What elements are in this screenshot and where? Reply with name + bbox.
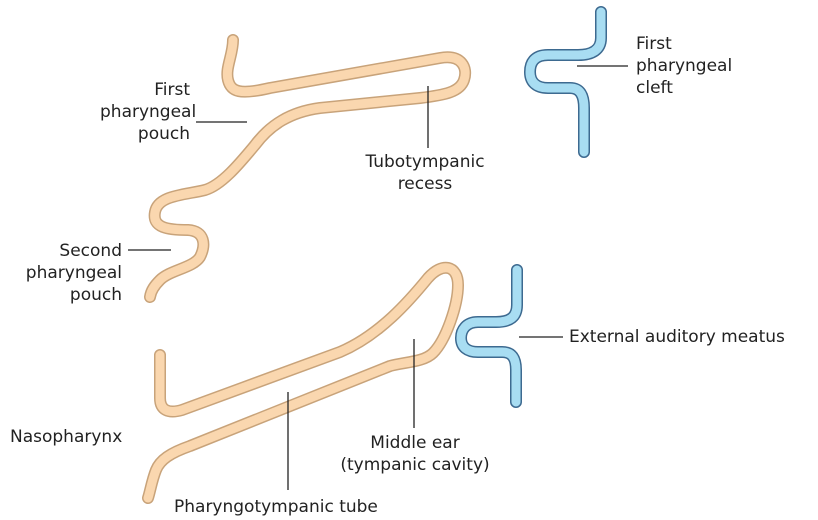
label-line: recess	[345, 173, 505, 195]
first-cleft-tube	[530, 12, 601, 152]
cleft-outline	[530, 12, 601, 152]
label-line: pharyngeal	[636, 55, 732, 77]
label-line: First	[100, 79, 190, 101]
meatus-outline	[461, 270, 517, 402]
label-first-pharyngeal-pouch: First pharyngeal pouch	[100, 79, 190, 145]
label-line: Second	[0, 240, 122, 262]
label-nasopharynx: Nasopharynx	[10, 426, 122, 448]
label-line: Middle ear	[320, 432, 510, 454]
label-external-auditory-meatus: External auditory meatus	[569, 326, 785, 348]
label-tubotympanic-recess: Tubotympanic recess	[345, 151, 505, 195]
label-line: Pharyngotympanic tube	[174, 496, 378, 518]
label-second-pharyngeal-pouch: Second pharyngeal pouch	[0, 240, 122, 306]
label-line: pharyngeal	[100, 101, 190, 123]
label-line: (tympanic cavity)	[320, 454, 510, 476]
label-line: pharyngeal	[0, 262, 122, 284]
label-line: First	[636, 33, 732, 55]
label-line: cleft	[636, 77, 732, 99]
leader-lines	[128, 66, 628, 490]
label-line: pouch	[0, 284, 122, 306]
label-first-pharyngeal-cleft: First pharyngeal cleft	[636, 33, 732, 99]
meatus-fill	[461, 270, 517, 402]
label-line: Tubotympanic	[345, 151, 505, 173]
external-meatus-tube	[461, 270, 517, 402]
label-middle-ear: Middle ear (tympanic cavity)	[320, 432, 510, 476]
label-pharyngotympanic-tube: Pharyngotympanic tube	[174, 496, 378, 518]
label-line: pouch	[100, 123, 190, 145]
label-line: External auditory meatus	[569, 326, 785, 348]
label-line: Nasopharynx	[10, 426, 122, 448]
